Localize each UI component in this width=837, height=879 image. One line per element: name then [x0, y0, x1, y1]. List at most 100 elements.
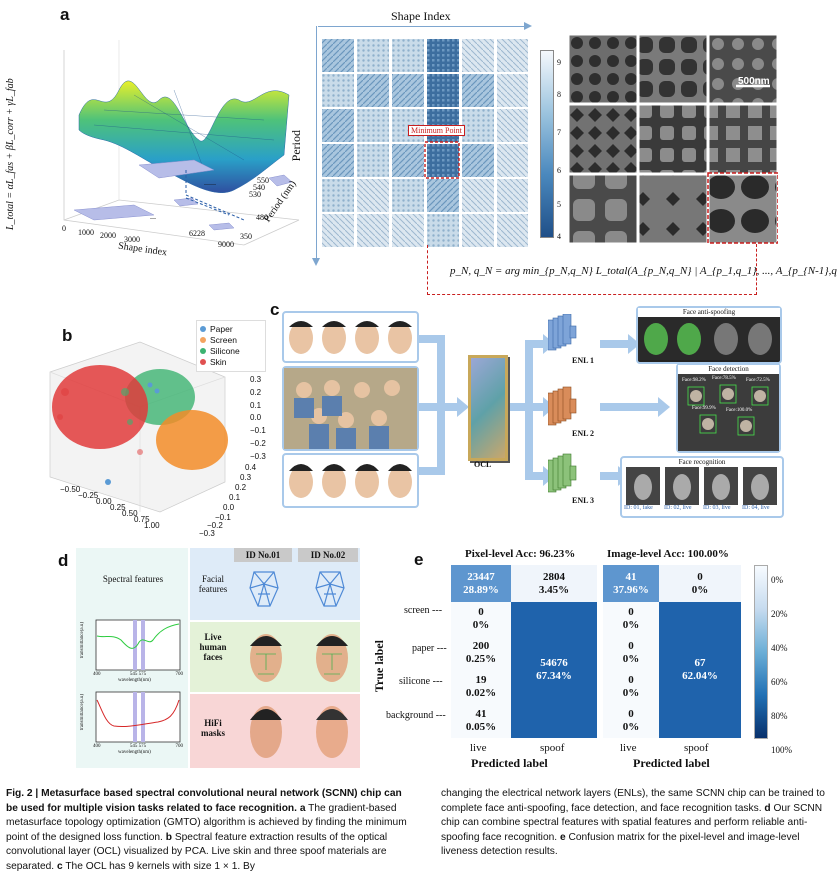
y-tick: 480 — [256, 213, 268, 222]
enl2-stack — [547, 385, 588, 435]
shape-index-arrow — [318, 26, 530, 27]
spectral-title: Spectral features — [102, 574, 164, 584]
colorbar-tick: 9 — [557, 58, 561, 67]
mask-face-photo — [316, 706, 348, 758]
col-label-spoof: spoof — [684, 742, 709, 754]
x-tick: 6228 — [189, 229, 205, 238]
id-label: ID: 02, live — [664, 505, 692, 511]
x-tick: 0 — [62, 224, 66, 233]
y-tick: 550 — [257, 176, 269, 185]
image-acc-title: Image-level Acc: 100.00% — [607, 548, 729, 560]
x-tick: 9000 — [218, 240, 234, 249]
input-faces-row-3 — [282, 453, 419, 508]
col-header-id1: ID No.01 — [234, 548, 292, 562]
panel-a-label: a — [60, 5, 70, 24]
colorbar-tick: 5 — [557, 200, 561, 209]
predicted-label-axis: Predicted label — [633, 756, 710, 770]
id-label: ID: 03, live — [703, 505, 731, 511]
figure-caption-right: changing the electrical network layers (… — [441, 788, 825, 857]
minimum-point-label: Minimum Point — [408, 125, 465, 136]
y-tick: 540 — [253, 183, 265, 192]
legend-item: Skin — [200, 357, 262, 368]
pixel-acc-title: Pixel-level Acc: 96.23% — [465, 548, 576, 560]
det-label: Face:78.5% — [712, 376, 736, 381]
cm-colorbar — [754, 565, 768, 739]
col-label-live: live — [470, 742, 487, 754]
cm-colorbar-ticks: 0%20%40%60%80%100% — [771, 575, 792, 755]
arrow-head-icon — [524, 22, 532, 30]
face-wireframe-icon — [249, 571, 279, 607]
facial-title: Facial features — [198, 574, 228, 594]
row-label-paper: paper --- — [412, 643, 447, 654]
colorbar-tick: 4 — [557, 232, 561, 241]
face-detection-output: Face detection — [676, 363, 781, 453]
pca-scatter-plot — [30, 312, 280, 542]
id-label: ID: 01, fake — [624, 505, 653, 511]
live-title: Live human faces — [199, 632, 227, 662]
face-wireframe-icon — [315, 571, 345, 607]
x-tick: 3000 — [124, 235, 140, 244]
enl1-label: ENL 1 — [572, 356, 595, 365]
scale-bar-label: 500nm — [738, 76, 770, 87]
ellipsis: ... — [150, 212, 156, 221]
y-tick: 350 — [240, 232, 252, 241]
period-arrow — [316, 26, 317, 264]
live-face-photo — [250, 634, 282, 682]
dashed-connector — [756, 244, 758, 295]
period-title: Period — [289, 130, 303, 162]
colorbar-tick: 7 — [557, 128, 561, 137]
spectrum-mask-plot — [95, 691, 181, 743]
col-header-id2: ID No.02 — [298, 548, 358, 562]
z-axis-label: L_total = αL_fas + βL_corr + γL_fab — [5, 78, 16, 230]
x-label: wavelength(nm) — [118, 750, 151, 755]
predicted-label-axis: Predicted label — [471, 756, 548, 770]
legend-item: Paper — [200, 324, 262, 335]
loss-surface-plot — [34, 20, 304, 275]
row-label-screen: screen --- — [404, 605, 443, 616]
sem-image-grid — [566, 32, 780, 246]
enl2-label: ENL 2 — [572, 429, 595, 438]
shape-index-grid — [320, 37, 530, 249]
det-label: Face:100.0% — [726, 408, 753, 413]
face-anti-spoofing-output: Face anti-spoofing — [636, 306, 782, 364]
input-faces-row-1 — [282, 311, 419, 363]
det-label: Face:98.2% — [682, 378, 706, 383]
panel-c-label: c — [270, 300, 280, 319]
figure-caption-left: Fig. 2 | Metasurface based spectral conv… — [6, 788, 407, 872]
row-label-background: background --- — [386, 710, 446, 721]
masks-title: HiFi masks — [200, 718, 225, 738]
shape-index-title: Shape Index — [391, 9, 451, 23]
colorbar-tick: 8 — [557, 90, 561, 99]
input-group-photo — [282, 366, 419, 451]
id-label: ID: 04, live — [742, 505, 770, 511]
col-label-live: live — [620, 742, 637, 754]
mask-face-photo — [250, 706, 282, 758]
spectrum-live-plot — [95, 619, 181, 671]
ocl-chip — [468, 355, 508, 461]
row-label-silicone: silicone --- — [399, 676, 443, 687]
x-tick: 2000 — [100, 231, 116, 240]
scatter-legend: Paper Screen Silicone Skin — [196, 320, 266, 372]
det-label: Face:99.9% — [692, 406, 716, 411]
det-label: Face:72.5% — [746, 378, 770, 383]
colorbar-tick: 6 — [557, 166, 561, 175]
enl3-label: ENL 3 — [572, 496, 595, 505]
legend-item: Screen — [200, 335, 262, 346]
dashed-connector — [427, 245, 429, 295]
legend-item: Silicone — [200, 346, 262, 357]
ellipsis: ...... — [204, 178, 216, 187]
true-label-axis: True label — [372, 640, 386, 693]
panel-b-label: b — [62, 326, 73, 345]
